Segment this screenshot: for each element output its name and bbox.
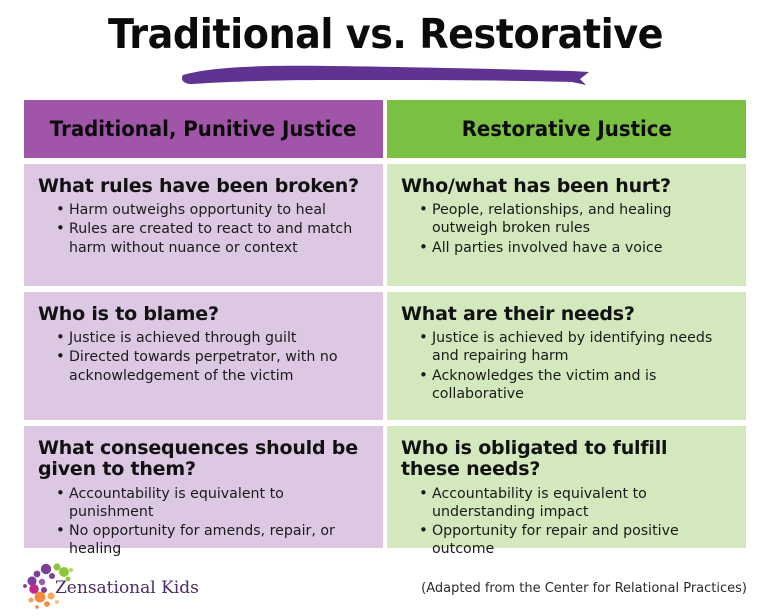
- list-item: Justice is achieved through guilt: [56, 328, 369, 347]
- brand-name: Zensational Kids: [55, 578, 199, 598]
- table-row: What rules have been broken? Harm outwei…: [24, 164, 747, 286]
- brand-logo: Zensational Kids: [22, 562, 199, 612]
- cell-title: Who/what has been hurt?: [401, 175, 671, 197]
- column-header-restorative: Restorative Justice: [387, 100, 746, 158]
- list-item: Acknowledges the victim and is collabora…: [419, 366, 732, 403]
- column-header-restorative-label: Restorative Justice: [461, 117, 672, 141]
- list-item: Harm outweighs opportunity to heal: [56, 200, 369, 219]
- list-item: All parties involved have a voice: [419, 238, 732, 257]
- cell-title: What are their needs?: [401, 303, 635, 325]
- cell-traditional-1: What rules have been broken? Harm outwei…: [24, 164, 383, 286]
- column-header-traditional: Traditional, Punitive Justice: [24, 100, 383, 158]
- attribution-text: (Adapted from the Center for Relational …: [421, 581, 747, 596]
- table-row: What consequences should be given to the…: [24, 426, 747, 557]
- cell-title: What consequences should be given to the…: [38, 437, 358, 481]
- title-section: Traditional vs. Restorative: [0, 0, 771, 96]
- cell-traditional-2: Who is to blame? Justice is achieved thr…: [24, 292, 383, 420]
- list-item: People, relationships, and healing outwe…: [419, 200, 732, 237]
- cell-title: Who is to blame?: [38, 303, 219, 325]
- cell-restorative-2: What are their needs? Justice is achieve…: [387, 292, 746, 420]
- bullet-list: Justice is achieved by identifying needs…: [401, 328, 732, 403]
- list-item: Accountability is equivalent to punishme…: [56, 484, 369, 521]
- column-header-traditional-label: Traditional, Punitive Justice: [50, 117, 357, 141]
- list-item: Justice is achieved by identifying needs…: [419, 328, 732, 365]
- list-item: Opportunity for repair and positive outc…: [419, 521, 732, 558]
- list-item: Rules are created to react to and match …: [56, 219, 369, 256]
- bullet-list: Accountability is equivalent to understa…: [401, 484, 732, 559]
- list-item: Accountability is equivalent to understa…: [419, 484, 732, 521]
- table-header-row: Traditional, Punitive Justice Restorativ…: [24, 100, 747, 158]
- cell-traditional-3: What consequences should be given to the…: [24, 426, 383, 557]
- page-title: Traditional vs. Restorative: [107, 10, 664, 58]
- comparison-table: Traditional, Punitive Justice Restorativ…: [24, 100, 747, 557]
- bullet-list: People, relationships, and healing outwe…: [401, 200, 732, 257]
- cell-restorative-1: Who/what has been hurt? People, relation…: [387, 164, 746, 286]
- brush-underline-icon: [182, 65, 589, 85]
- cell-title: Who is obligated to fulfill these needs?: [401, 437, 668, 481]
- list-item: No opportunity for amends, repair, or he…: [56, 521, 369, 558]
- bullet-list: Harm outweighs opportunity to heal Rules…: [38, 200, 369, 257]
- bullet-list: Justice is achieved through guilt Direct…: [38, 328, 369, 385]
- cell-title: What rules have been broken?: [38, 175, 359, 197]
- bullet-list: Accountability is equivalent to punishme…: [38, 484, 369, 559]
- dot-cluster-icon: [23, 563, 74, 609]
- table-row: Who is to blame? Justice is achieved thr…: [24, 292, 747, 420]
- list-item: Directed towards perpetrator, with no ac…: [56, 347, 369, 384]
- cell-restorative-3: Who is obligated to fulfill these needs?…: [387, 426, 746, 557]
- footer: Zensational Kids (Adapted from the Cente…: [0, 560, 771, 616]
